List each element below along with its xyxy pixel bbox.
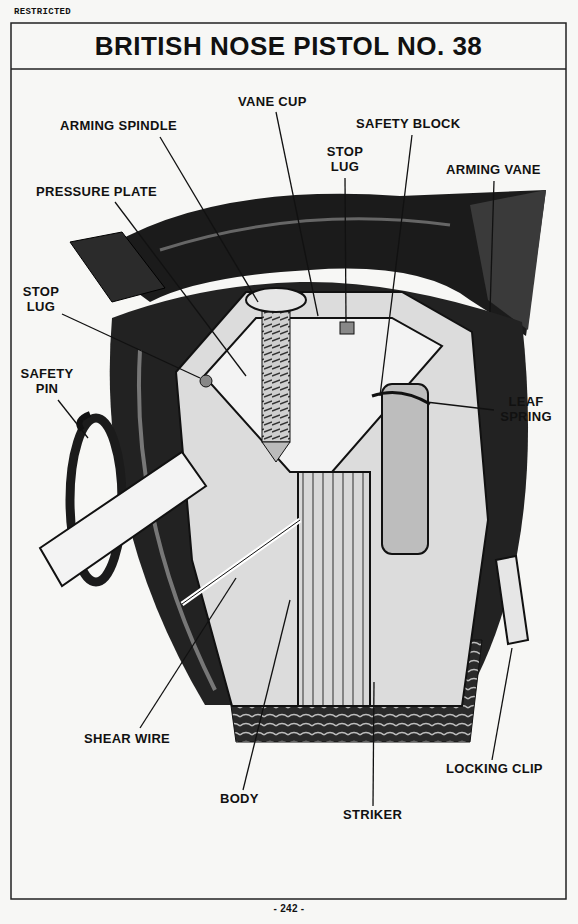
part-label: PRESSURE PLATE — [36, 184, 157, 199]
part-label: VANE CUP — [238, 94, 307, 109]
part-label: ARMING VANE — [446, 162, 541, 177]
part-label: ARMING SPINDLE — [60, 118, 177, 133]
arming-spindle — [262, 302, 290, 442]
part-label: STRIKER — [343, 807, 402, 822]
stop-lug — [200, 375, 212, 387]
part-label: STOP LUG — [320, 144, 370, 174]
page-number: - 242 - — [273, 901, 304, 916]
locking-clip — [496, 556, 528, 644]
part-label: BODY — [220, 791, 259, 806]
part-label: SHEAR WIRE — [84, 731, 170, 746]
title-rule — [11, 68, 566, 70]
cup-highlight — [160, 219, 450, 250]
part-label: LOCKING CLIP — [446, 761, 543, 776]
title: BRITISH NOSE PISTOL NO. 38 — [12, 24, 565, 68]
part-label: SAFETY PIN — [18, 366, 76, 396]
page-frame — [11, 23, 566, 899]
part-label: LEAF SPRING — [498, 394, 554, 424]
part-label: STOP LUG — [20, 284, 62, 314]
safety-pin — [40, 452, 206, 586]
spindle-tip — [262, 442, 290, 462]
safety-block — [382, 384, 428, 554]
security-marking: RESTRICTED — [14, 5, 71, 20]
cutaway-section — [176, 292, 488, 706]
stop-lug — [340, 322, 354, 334]
arming-vane — [470, 190, 546, 330]
shear-wire — [182, 520, 300, 604]
leader-lines — [58, 112, 512, 806]
striker — [298, 472, 370, 706]
arming-vane — [70, 232, 165, 302]
safety-pin-loop — [79, 414, 90, 430]
spindle-head — [246, 288, 306, 312]
part-label: SAFETY BLOCK — [356, 116, 460, 131]
shear-wire — [182, 520, 300, 604]
